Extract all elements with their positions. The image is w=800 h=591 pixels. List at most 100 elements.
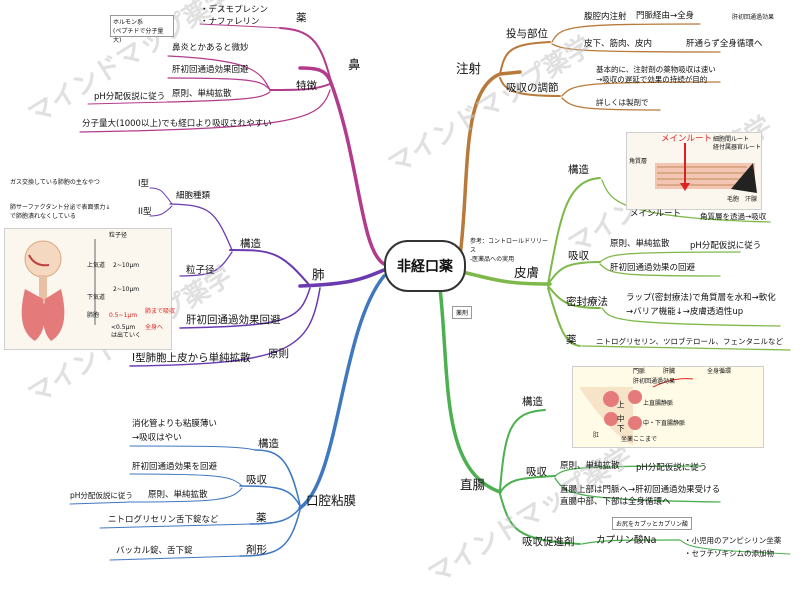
fig-sweat-gland: 汗腺	[745, 196, 758, 203]
node-oral-form: 剤形	[246, 544, 267, 556]
nose-feature-2: 肝初回通過効果回避	[172, 65, 249, 75]
fig-upper-vein: 上直腸静脈	[643, 400, 674, 407]
node-nose-feature: 特徴	[296, 80, 317, 92]
node-nose-drug: 薬	[296, 12, 307, 24]
inj-site-1: 腹腔内注射	[584, 12, 627, 22]
fig-appendage-route: 経付属器官ルート	[713, 144, 762, 151]
node-injection: 注射	[456, 61, 482, 76]
skin-drugs: ニトログリセリン、ツロブテロール、フェンタニルなど	[596, 337, 784, 346]
fig-middle-vein: 中・下直腸静脈	[643, 420, 686, 427]
fig-absorb-note: 肺まで吸収	[145, 308, 176, 315]
nose-drug-1: ・デスモプレシン	[200, 5, 269, 15]
node-inj-adjust: 吸収の調節	[506, 82, 559, 94]
fig-middle: 中	[617, 414, 625, 423]
inj-adjust-1: 基本的に、注射剤の薬物吸収は速い	[596, 65, 716, 74]
oral-first-pass: 肝初回通過効果を回避	[132, 462, 218, 472]
branch-oral	[298, 274, 386, 510]
fig-suppository-note: 坐薬ここまで	[621, 436, 658, 443]
fig-alveoli-value: 0.5~1μm	[109, 312, 138, 319]
respiratory-tract-illustration	[21, 239, 96, 341]
node-skin-occlusive: 密封療法	[566, 296, 608, 308]
central-topic: 非経口薬	[384, 240, 466, 292]
skin-structure-figure: メインルート 角質層 細胞間ルート 経付属器官ルート 毛胞 汗腺	[626, 132, 762, 210]
node-skin-structure: 構造	[568, 164, 589, 176]
inj-adjust-2: →吸収の遅延で効果の持続が目的	[596, 75, 708, 84]
skin-occlusive-2: →バリア機能↓→皮膚透過性up	[626, 307, 744, 317]
fig-upper-value: 2~10μm	[113, 262, 140, 269]
fig-portal-vein: 門脈	[633, 368, 646, 375]
oral-ph: pH分配仮説に従う	[70, 491, 133, 500]
node-rect-absorption: 吸収	[526, 466, 547, 478]
node-oral-mucosa: 口腔粘膜	[306, 493, 357, 508]
lung-cell-i-desc: ガス交換している肺胞の主なやつ	[10, 179, 100, 186]
skin-main-route: メインルート	[630, 209, 682, 219]
oral-form: バッカル錠、舌下錠	[116, 546, 193, 556]
node-oral-absorption: 吸収	[246, 474, 267, 486]
nose-ph-note: pH分配仮説に従う	[94, 92, 166, 102]
branch-rectum	[438, 286, 502, 494]
skin-drug-tag: 薬剤	[452, 306, 473, 319]
fig-main-route: メインルート	[661, 134, 713, 144]
oral-structure-2: →吸収はやい	[132, 433, 182, 443]
node-lung: 肺	[312, 267, 325, 282]
lung-cell-ii-desc-2: で肺胞潰れなくしている	[10, 213, 76, 220]
fig-follicle: 毛胞	[727, 196, 740, 203]
inj-site-2: 皮下、筋肉、皮内	[584, 39, 653, 49]
skin-occlusive-1: ラップ(密封療法)で角質層を水和→軟化	[626, 293, 776, 303]
mindmap-branches	[69, 23, 791, 561]
fig-alveoli: 肺胞	[87, 312, 100, 319]
rect-promoter-2: ・セフチゾキシムの添加物	[684, 549, 774, 558]
rect-principle: 原則、単純拡散	[560, 461, 620, 471]
node-lung-particle: 粒子径	[186, 265, 215, 276]
node-rectum: 直腸	[460, 477, 486, 492]
nose-feature-1: 鼻炎とかあると微妙	[172, 43, 249, 53]
node-lung-principle: 原則	[268, 348, 289, 360]
rect-promoter-1: ・小児用のアンピシリン坐薬	[684, 536, 782, 545]
lung-cell-ii: II型	[138, 207, 152, 217]
node-rect-structure: 構造	[522, 396, 543, 408]
node-oral-drug: 薬	[256, 512, 267, 524]
node-lung-structure: 構造	[240, 238, 261, 250]
node-nose: 鼻	[348, 57, 361, 72]
fig-lower-airway: 下気道	[87, 294, 106, 301]
fig-liver: 肝臓	[663, 368, 676, 375]
nose-mw-note: 分子量大(1000以上)でも経口より吸収されやすい	[82, 119, 272, 129]
skin-layer-illustration	[655, 143, 757, 193]
branch-nose	[298, 66, 386, 266]
fig-intercellular-route: 細胞間ルート	[713, 136, 750, 143]
node-rect-promoter: 吸収促進剤	[522, 536, 575, 548]
inj-adjust-3: 詳しくは製剤で	[596, 98, 649, 107]
rect-promoter-tag: お尻をカプッとカプリン酸	[612, 517, 693, 530]
nose-drug-2: ・ナファレリン	[200, 17, 260, 27]
inj-site-1-desc: 門脈経由→全身	[636, 11, 695, 21]
lung-cell-i: I型	[138, 179, 150, 189]
fig-lower: 下	[617, 424, 625, 433]
node-oral-structure: 構造	[258, 438, 279, 450]
lung-cell-ii-desc-1: 肺サーファクタント分泌で表面張力↓	[10, 204, 111, 211]
oral-drug: ニトログリセリン舌下錠など	[108, 515, 219, 525]
rect-ph: pH分配仮説に従う	[636, 463, 708, 473]
node-inj-site: 投与部位	[506, 28, 548, 40]
fig-small-particle-2: は出ていく	[111, 332, 142, 339]
inj-site-2-desc: 肝通らず全身循環へ	[686, 39, 763, 49]
node-skin-drug: 薬	[566, 334, 577, 346]
branch-lung	[298, 268, 386, 288]
skin-ph: pH分配仮説に従う	[690, 241, 762, 251]
rect-promoter-drug: カプリン酸Na	[596, 535, 657, 546]
fig-lower-value: 2~10μm	[113, 286, 140, 293]
oral-structure-1: 消化管よりも粘膜薄い	[132, 419, 217, 429]
node-skin-absorption: 吸収	[568, 250, 589, 262]
node-lung-cell: 細胞種類	[176, 191, 211, 201]
lung-first-pass-avoid: 肝初回通過効果回避	[186, 314, 281, 326]
branch-skin	[460, 270, 552, 286]
rect-abs-1: 直腸上部は門脈へ→肝初回通過効果受ける	[560, 485, 721, 495]
rect-abs-2: 直腸中部、下部は全身循環へ	[560, 497, 671, 507]
fig-upper: 上	[617, 400, 625, 409]
nose-feature-3: 原則、単純拡散	[172, 89, 232, 99]
fig-absorb-note-2: 全身へ	[145, 324, 164, 331]
branch-injection	[458, 70, 522, 258]
fig-systemic: 全身循環	[707, 368, 732, 375]
fig-upper-airway: 上気道	[87, 262, 106, 269]
oral-principle: 原則、単純拡散	[148, 490, 208, 500]
fig-particle-title: 粒子径	[109, 232, 128, 239]
